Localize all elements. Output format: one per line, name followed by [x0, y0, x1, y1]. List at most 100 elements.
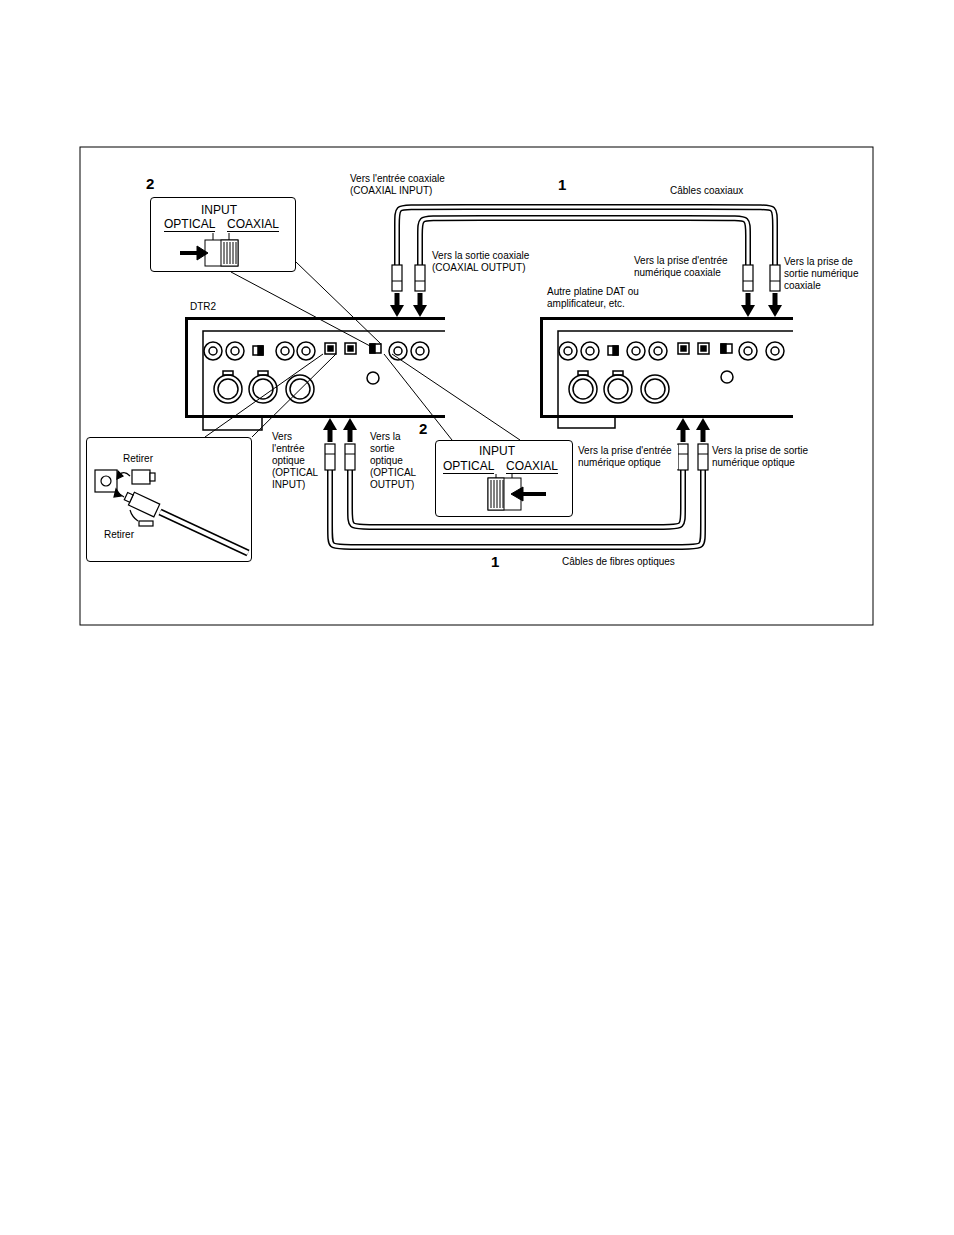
dust-cap-figure	[95, 470, 248, 553]
rear-panel-details	[389, 342, 407, 360]
dust-cap-figure	[95, 470, 117, 492]
rear-panel-details	[613, 371, 623, 375]
arrowhead	[390, 305, 404, 317]
insert-arrow	[746, 293, 751, 307]
dust-cap-figure	[123, 490, 160, 517]
rear-panel-details	[701, 346, 706, 351]
callout-number: 2	[419, 420, 427, 437]
dust-cap-figure	[114, 489, 121, 497]
device-name: DTR2	[190, 301, 250, 313]
rear-panel-details	[578, 371, 588, 375]
input-switch-figure	[496, 474, 497, 478]
switch-text: COAXIAL	[506, 459, 558, 474]
switch-text: Retirer	[104, 529, 134, 541]
input-switch-figure	[488, 478, 504, 510]
switch-inset: INPUTOPTICALCOAXIAL	[150, 197, 296, 272]
rear-panel-details	[370, 344, 375, 353]
leader-line	[384, 354, 452, 440]
input-switch-figure	[488, 474, 546, 510]
cable-plug	[345, 444, 355, 470]
insert-arrow	[701, 428, 706, 442]
arrowhead	[323, 418, 337, 430]
insert-arrow	[328, 428, 333, 442]
input-switch-figure	[236, 242, 237, 264]
switch-text: OPTICAL	[164, 217, 215, 232]
input-switch-figure	[512, 474, 513, 478]
arrowhead	[741, 305, 755, 317]
connection-label: Vers l'entrée coaxiale (COAXIAL INPUT)	[350, 173, 465, 197]
input-switch-figure	[205, 240, 238, 266]
rear-panel-details	[564, 347, 572, 355]
input-switch-figure	[221, 240, 238, 266]
connection-label: Câbles de fibres optiques	[562, 556, 675, 568]
rear-panel-details	[569, 375, 597, 403]
rear-panel-details	[258, 346, 263, 355]
input-switch-figure	[494, 480, 495, 508]
dust-cap-figure	[139, 521, 153, 526]
rear-panel-details	[559, 342, 577, 360]
arrowhead	[768, 305, 782, 317]
rear-panel-details	[558, 331, 793, 428]
rear-panel-details	[739, 342, 757, 360]
rear-panel-details	[678, 343, 689, 354]
switch-text: INPUT	[201, 203, 237, 217]
rear-panel-details	[586, 347, 594, 355]
cable-plug	[770, 265, 780, 291]
insert-arrow	[395, 293, 400, 307]
rear-panel-details	[649, 342, 667, 360]
input-switch-figure	[224, 242, 225, 264]
rear-panel-details	[681, 346, 686, 351]
switch-inset: INPUTOPTICALCOAXIAL	[435, 440, 573, 517]
signal-cable	[413, 218, 755, 317]
leader-line	[205, 262, 520, 440]
rear-panel-details	[627, 342, 645, 360]
rear-panel-details	[290, 379, 310, 399]
connection-label: Vers la prise de sortie numérique optiqu…	[712, 445, 824, 469]
rear-panel-details	[302, 347, 310, 355]
signal-cable	[343, 418, 690, 527]
rear-panel-details	[604, 375, 632, 403]
rear-panel-details	[223, 371, 233, 375]
signal-cable	[390, 207, 782, 317]
cable-plug	[743, 265, 753, 291]
input-switch-figure	[227, 242, 228, 264]
rear-panel-details	[226, 342, 244, 360]
input-switch-figure	[520, 492, 546, 496]
frame	[80, 147, 873, 625]
rear-panel-details	[698, 343, 709, 354]
rear-panel-details	[558, 331, 793, 428]
input-switch-figure	[503, 480, 504, 508]
rear-panel-details	[286, 375, 314, 403]
rear-panel-details	[297, 342, 315, 360]
rear-panel-details	[608, 379, 628, 399]
connection-label: Vers la prise d'entrée numérique coaxial…	[634, 255, 740, 279]
rear-panel-details	[253, 379, 273, 399]
dust-cap-figure	[130, 510, 138, 521]
rear-panel-details	[721, 371, 733, 383]
connection-label: Vers l'entrée optique (OPTICAL INPUT)	[272, 431, 324, 491]
input-switch-figure	[491, 480, 492, 508]
switch-text: Retirer	[123, 453, 153, 465]
device-name: Autre platine DAT ou amplificateur, etc.	[547, 286, 665, 310]
dust-cap-figure	[124, 492, 133, 502]
rear-panel-details	[416, 347, 424, 355]
rear-panel-details	[249, 375, 277, 403]
cable-plug	[698, 454, 708, 455]
rear-panel-details	[608, 346, 618, 355]
rear-panel-details	[253, 346, 263, 355]
connection-label: Vers la prise de sortie numérique coaxia…	[784, 256, 870, 292]
rear-panel-details	[214, 375, 242, 403]
cable-plug	[325, 454, 335, 455]
input-switch-figure	[500, 480, 501, 508]
arrowhead	[343, 418, 357, 430]
input-switch-figure	[230, 242, 231, 264]
insert-arrow	[773, 293, 778, 307]
rear-panel-details	[744, 347, 752, 355]
rear-panel-details	[394, 347, 402, 355]
rear-panel-details	[209, 347, 217, 355]
insert-arrow	[681, 428, 686, 442]
switch-text: INPUT	[479, 444, 515, 458]
input-switch-figure	[213, 233, 214, 240]
rear-panel-details	[367, 372, 379, 384]
